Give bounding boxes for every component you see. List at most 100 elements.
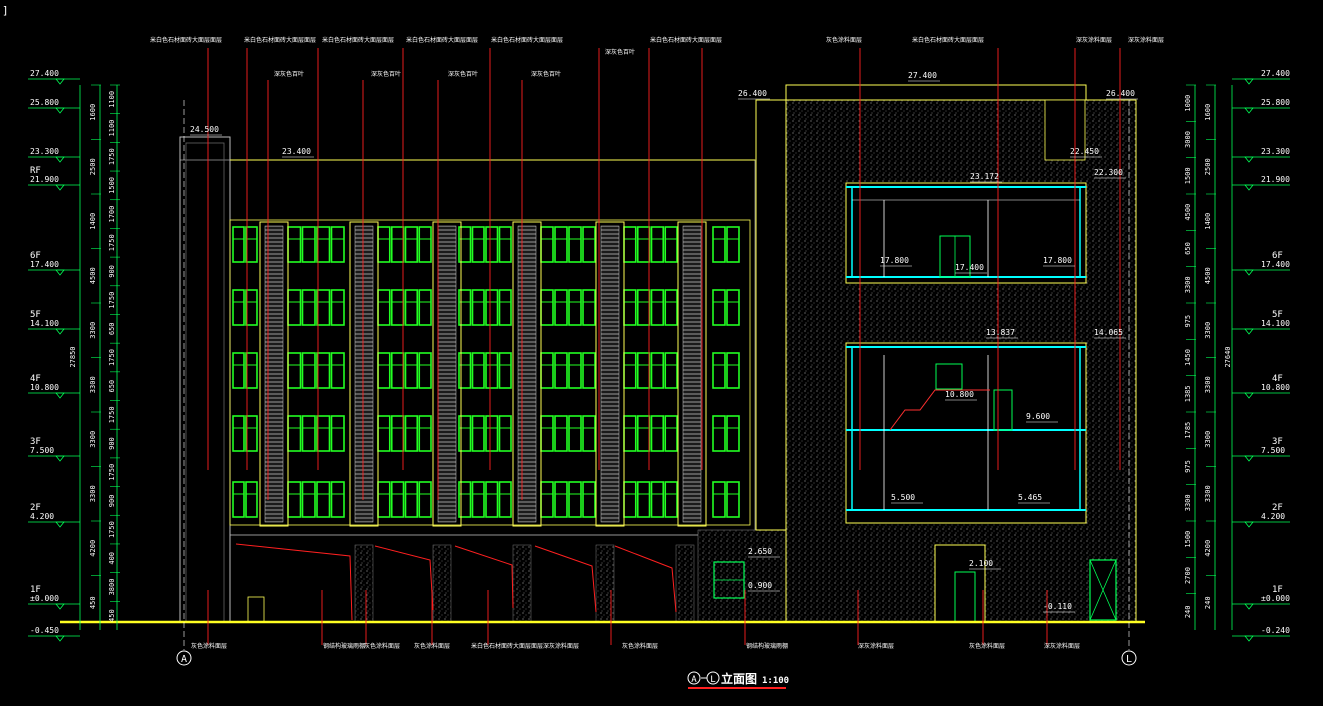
- level-value-right: -0.240: [1261, 626, 1290, 635]
- window-pane: [554, 481, 568, 518]
- annotation-texts: 米白色石材面砖大面层面层 米白色石材面砖大面层面层 米白色石材面砖大面层面层 米白色石…: [150, 36, 1164, 650]
- louver-slats: [682, 225, 702, 523]
- window-pane: [330, 415, 345, 452]
- window-pane: [485, 289, 499, 326]
- elevation-tag: 14.065: [1094, 328, 1123, 337]
- window-pane: [301, 352, 316, 389]
- window-pane: [287, 481, 302, 518]
- window-pane: [404, 226, 419, 263]
- window-pane: [245, 226, 258, 263]
- svg-text:L: L: [710, 675, 715, 685]
- dim-right-inner: 3000: [1184, 131, 1192, 148]
- level-symbol: [1244, 184, 1254, 191]
- window-pane: [498, 289, 512, 326]
- window-pane: [664, 289, 678, 326]
- window-pane: [316, 415, 331, 452]
- svg-text:L: L: [1126, 654, 1132, 665]
- window-pane: [418, 481, 432, 518]
- drawing-title: A L 立面图 1:100: [687, 671, 789, 689]
- level-markers: 27.40025.80023.300RF21.9006F17.4005F14.1…: [28, 69, 1290, 642]
- window-pane: [712, 226, 726, 263]
- window-pane: [316, 352, 331, 389]
- window-pane: [232, 226, 245, 263]
- level-symbol: [55, 184, 65, 191]
- dim-right-inner: 3300: [1184, 276, 1192, 293]
- annotation-top: 米白色石材面砖大面层面层: [491, 36, 563, 44]
- dim-right-inner: 1385: [1184, 385, 1192, 402]
- window-pane: [418, 289, 432, 326]
- dim-left-inner: 1750: [108, 292, 116, 309]
- dim-right-inner: 1450: [1184, 349, 1192, 366]
- level-value-right: 27.400: [1261, 69, 1290, 78]
- window-pane: [623, 481, 637, 518]
- elevation-tag: 22.450: [1070, 147, 1099, 156]
- axis-bubble-a: A: [176, 650, 192, 666]
- level-symbol: [1244, 78, 1254, 85]
- level-floor-right: 6F: [1272, 251, 1283, 261]
- dim-left-inner: 1750: [108, 148, 116, 165]
- dim-right-inner: 1500: [1184, 531, 1192, 548]
- annotation-top: 米白色石材面砖大面层面层: [912, 36, 984, 44]
- window-pane: [485, 481, 499, 518]
- window-pane: [623, 415, 637, 452]
- annotation-mid: 深灰色百叶: [531, 70, 561, 78]
- level-symbol: [55, 156, 65, 163]
- window-pane: [316, 481, 331, 518]
- elevation-tag: 23.172: [970, 172, 999, 181]
- dim-left-outer: 450: [89, 596, 97, 609]
- window-pane: [390, 289, 405, 326]
- level-value-right: 17.400: [1261, 260, 1290, 269]
- annotation-bottom: 灰色涂料面层: [969, 642, 1005, 650]
- window-pane: [301, 481, 316, 518]
- window-pane: [540, 481, 554, 518]
- level-floor-right: 2F: [1272, 503, 1283, 513]
- window-pane: [623, 226, 637, 263]
- window-pane: [377, 481, 391, 518]
- level-floor-right: 5F: [1272, 310, 1283, 320]
- level-floor-right: 3F: [1272, 437, 1283, 447]
- window-pane: [301, 415, 316, 452]
- louver-frame: [349, 221, 379, 527]
- annotation-top: 米白色石材面砖大面层面层: [244, 36, 316, 44]
- dim-left-inner: 650: [108, 322, 116, 335]
- dim-right-outer: 3300: [1204, 431, 1212, 448]
- window-pane: [458, 415, 472, 452]
- dim-left-inner: 1750: [108, 349, 116, 366]
- dim-left-outer: 2500: [89, 158, 97, 175]
- dim-left-inner: 900: [108, 495, 116, 508]
- window-pane: [471, 289, 485, 326]
- window-pane: [540, 352, 554, 389]
- level-symbol: [55, 328, 65, 335]
- window-pane: [458, 481, 472, 518]
- elevation-tag: 13.837: [986, 328, 1015, 337]
- window-pane: [636, 352, 651, 389]
- annotation-mid: 深灰色百叶: [274, 70, 304, 78]
- window-pane: [418, 226, 432, 263]
- louver-frame: [259, 221, 289, 527]
- dim-left-outer: 4200: [89, 540, 97, 557]
- corner-mark: ]: [2, 4, 9, 17]
- window-pane: [377, 289, 391, 326]
- annotation-mid: 深灰色百叶: [371, 70, 401, 78]
- dim-left-inner: 1700: [108, 206, 116, 223]
- window-pane: [540, 415, 554, 452]
- dim-left-inner: 1100: [108, 120, 116, 137]
- dim-right-outer: 3300: [1204, 485, 1212, 502]
- dim-right-inner: 4500: [1184, 204, 1192, 221]
- window-pane: [726, 289, 740, 326]
- annotation-bottom: 深灰涂料面层: [858, 642, 894, 650]
- window-pane: [582, 352, 596, 389]
- window-pane: [712, 352, 726, 389]
- window-pane: [245, 352, 258, 389]
- annotation-top: 米白色石材面砖大面层面层: [150, 36, 222, 44]
- window-pane: [540, 289, 554, 326]
- window-pane: [636, 415, 651, 452]
- elevation-tag: 22.300: [1094, 168, 1123, 177]
- window-pane: [664, 352, 678, 389]
- elevation-tag: -0.110: [1043, 602, 1072, 611]
- level-floor-left: 6F: [30, 251, 41, 261]
- window-pane: [636, 289, 651, 326]
- window-pane: [582, 481, 596, 518]
